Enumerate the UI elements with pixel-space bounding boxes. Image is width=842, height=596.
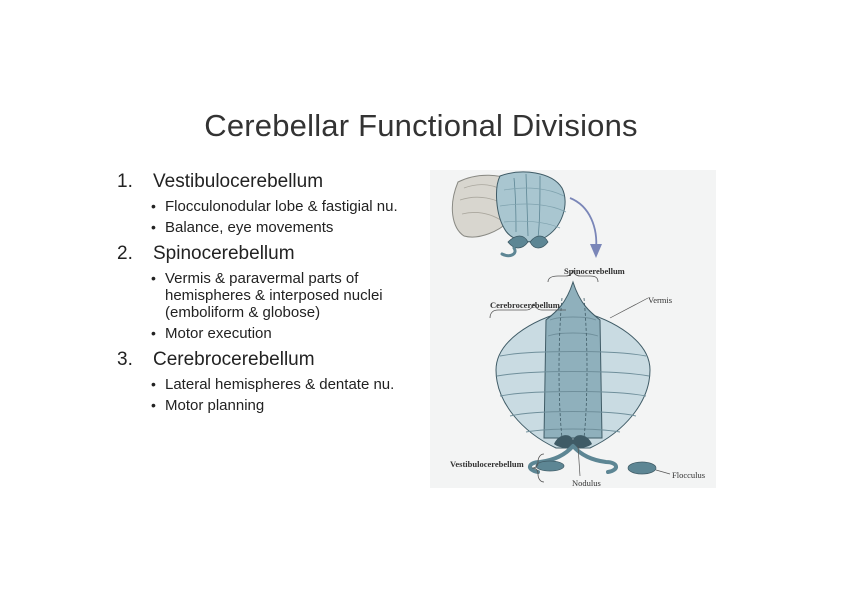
label-spinocerebellum: Spinocerebellum: [564, 266, 625, 276]
section-title: Spinocerebellum: [153, 243, 295, 264]
label-nodulus: Nodulus: [572, 478, 601, 488]
folia-lines: [496, 316, 650, 433]
bullet-item: Vermis & paravermal parts of hemispheres…: [149, 270, 417, 321]
slide-content: 1. Vestibulocerebellum Flocculonodular lo…: [117, 170, 417, 420]
nodulus-shape: [554, 435, 592, 449]
section-cerebrocerebellum: 3. Cerebrocerebellum Lateral hemispheres …: [117, 348, 417, 414]
section-heading: 2. Spinocerebellum: [117, 242, 417, 266]
section-heading: 3. Cerebrocerebellum: [117, 348, 417, 372]
section-heading: 1. Vestibulocerebellum: [117, 170, 417, 194]
vestibulocerebellum-bracket: [531, 453, 545, 483]
flocculus-right: [627, 461, 657, 475]
section-number: 2.: [117, 243, 133, 264]
bullet-list: Lateral hemispheres & dentate nu. Motor …: [117, 376, 417, 414]
section-title: Vestibulocerebellum: [153, 171, 324, 192]
label-vestibulocerebellum: Vestibulocerebellum: [450, 459, 524, 469]
section-vestibulocerebellum: 1. Vestibulocerebellum Flocculonodular lo…: [117, 170, 417, 236]
paravermal-boundaries: [558, 297, 588, 439]
arrow-icon: [569, 197, 598, 251]
bullet-list: Flocculonodular lobe & fastigial nu. Bal…: [117, 198, 417, 236]
section-number: 3.: [117, 349, 133, 370]
inset-cerebellum: [451, 171, 567, 258]
vermis-shape: [543, 280, 603, 439]
label-cerebrocerebellum: Cerebrocerebellum: [490, 300, 560, 310]
bullet-item: Flocculonodular lobe & fastigial nu.: [149, 198, 417, 215]
label-vermis: Vermis: [648, 295, 672, 305]
label-flocculus: Flocculus: [672, 470, 705, 480]
flocculus-left: [535, 460, 565, 472]
bullet-item: Motor planning: [149, 397, 417, 414]
bullet-list: Vermis & paravermal parts of hemispheres…: [117, 270, 417, 342]
cerebrocerebellum-bracket: [489, 303, 566, 319]
slide-title: Cerebellar Functional Divisions: [204, 108, 638, 143]
spinocerebellum-bracket: [547, 269, 599, 283]
cerebellum-diagram-svg: Spinocerebellum Cerebrocerebellum Vermis…: [450, 171, 705, 488]
bullet-item: Lateral hemispheres & dentate nu.: [149, 376, 417, 393]
section-title: Cerebrocerebellum: [153, 349, 315, 370]
bullet-item: Balance, eye movements: [149, 219, 417, 236]
section-spinocerebellum: 2. Spinocerebellum Vermis & paravermal pa…: [117, 242, 417, 342]
section-number: 1.: [117, 171, 133, 192]
cerebellum-diagram: Spinocerebellum Cerebrocerebellum Vermis…: [430, 170, 716, 488]
bullet-item: Motor execution: [149, 325, 417, 342]
